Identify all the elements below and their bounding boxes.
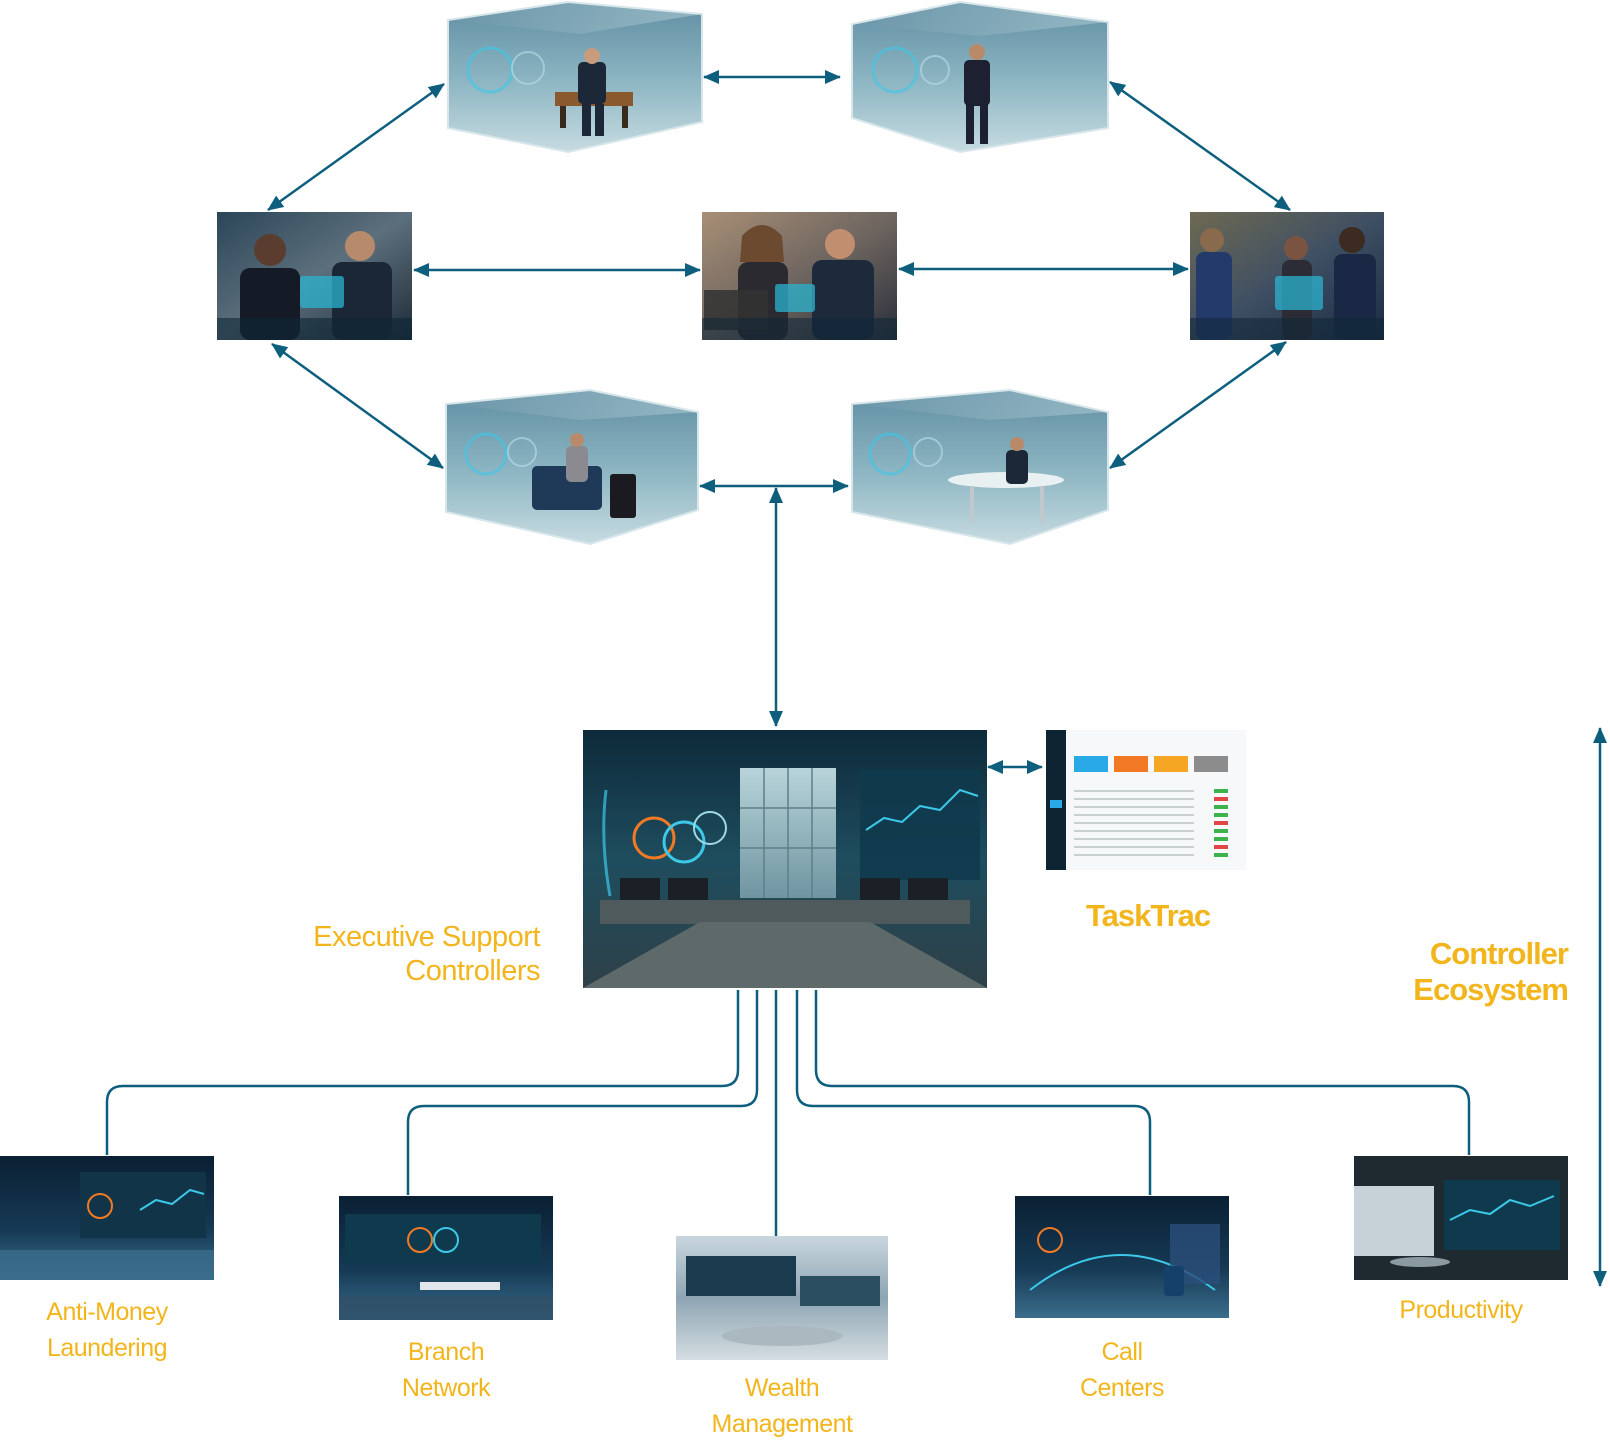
tasktrac-row xyxy=(1074,838,1194,840)
tasktrac-row xyxy=(1074,798,1194,800)
arrow-right-street-desk xyxy=(1109,340,1287,470)
label-controller-ecosystem: Controller Ecosystem xyxy=(1380,936,1569,1008)
tasktrac-status xyxy=(1214,853,1228,857)
room-desk-image xyxy=(851,388,1109,546)
tasktrac-status xyxy=(1214,813,1228,817)
label-executive-support-line2: Controllers xyxy=(405,955,540,987)
tasktrac-status xyxy=(1214,821,1228,825)
tasktrac-tile-yellow xyxy=(1154,756,1188,772)
tasktrac-status xyxy=(1214,789,1228,793)
tasktrac-status xyxy=(1214,829,1228,833)
tasktrac-row xyxy=(1074,822,1194,824)
tasktrac-row xyxy=(1074,854,1194,856)
connector-call-centers xyxy=(795,990,1152,1195)
label-call-centers: Call Centers xyxy=(1079,1338,1165,1402)
productivity-image xyxy=(1354,1156,1568,1280)
tasktrac-tile-grey xyxy=(1194,756,1228,772)
tasktrac-dashboard-image xyxy=(1046,730,1246,870)
room-bench-image xyxy=(447,0,703,154)
room-walking-image xyxy=(851,0,1109,154)
tasktrac-status xyxy=(1214,845,1228,849)
wealth-management-image xyxy=(676,1236,888,1360)
tasktrac-status xyxy=(1214,797,1228,801)
connector-branch xyxy=(406,990,759,1195)
connector-productivity xyxy=(814,990,1471,1155)
photo-left-meeting xyxy=(217,212,412,340)
label-executive-support-line1: Executive Support xyxy=(313,921,540,953)
photo-right-street xyxy=(1190,212,1384,340)
arrow-bench-left-meeting xyxy=(267,82,445,212)
tree-connectors xyxy=(105,990,1471,1236)
tasktrac-tile-blue xyxy=(1074,756,1108,772)
connector-anti-money xyxy=(105,990,740,1155)
anti-money-laundering-image xyxy=(0,1156,214,1280)
arrow-walking-right-street xyxy=(1109,80,1291,212)
label-wealth-management: Wealth Management xyxy=(711,1374,853,1438)
room-sofa-image xyxy=(445,388,699,546)
tasktrac-row xyxy=(1074,846,1194,848)
label-anti-money-laundering: Anti-Money Laundering xyxy=(46,1298,168,1362)
network-connectors xyxy=(267,70,1607,1287)
tasktrac-status xyxy=(1214,837,1228,841)
photo-center-meeting xyxy=(702,212,897,340)
label-tasktrac: TaskTrac xyxy=(1086,898,1211,933)
label-controller-ecosystem-line1: Controller xyxy=(1429,936,1569,971)
label-controller-ecosystem-line2: Ecosystem xyxy=(1413,972,1569,1007)
executive-control-room-image xyxy=(583,730,987,988)
arrow-left-meeting-sofa xyxy=(271,342,444,470)
call-centers-image xyxy=(1015,1196,1229,1318)
label-branch-network: Branch Network xyxy=(401,1338,491,1402)
tasktrac-row xyxy=(1074,814,1194,816)
branch-network-image xyxy=(339,1196,553,1320)
label-productivity: Productivity xyxy=(1399,1296,1523,1324)
tasktrac-row xyxy=(1074,790,1194,792)
tasktrac-status xyxy=(1214,805,1228,809)
tasktrac-row xyxy=(1074,806,1194,808)
label-executive-support: Executive Support Controllers xyxy=(300,920,540,988)
tasktrac-tile-orange xyxy=(1114,756,1148,772)
tasktrac-row xyxy=(1074,830,1194,832)
